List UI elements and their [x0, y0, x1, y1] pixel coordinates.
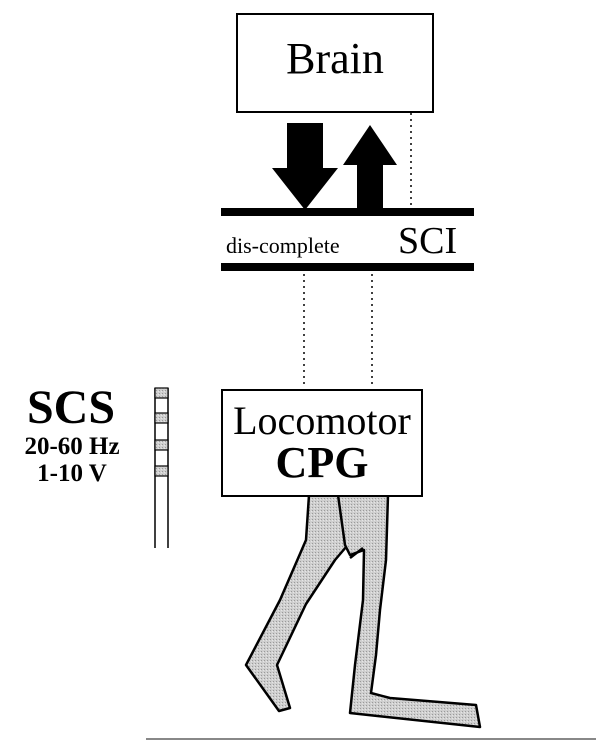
electrode-contact — [155, 413, 168, 423]
scs-voltage: 1-10 V — [37, 460, 107, 487]
scs-frequency: 20-60 Hz — [24, 433, 119, 460]
descending-arrow — [272, 123, 338, 210]
cpg-label-cpg: CPG — [276, 438, 369, 487]
sci-lesion: dis-complete SCI — [221, 208, 474, 271]
cpg-node: Locomotor CPG — [222, 390, 422, 496]
brain-label: Brain — [286, 34, 384, 83]
ascending-arrow — [343, 125, 397, 210]
scs-electrode — [155, 388, 168, 548]
scs-title: SCS — [27, 381, 115, 434]
sci-label: SCI — [398, 220, 457, 262]
brain-node: Brain — [237, 14, 433, 112]
left-leg — [246, 495, 353, 711]
electrode-contact — [155, 440, 168, 450]
sci-upper-bar — [221, 208, 474, 216]
sci-prefix: dis-complete — [226, 233, 340, 258]
sci-lower-bar — [221, 263, 474, 271]
walking-legs — [246, 495, 480, 727]
electrode-contact — [155, 466, 168, 476]
electrode-contact — [155, 388, 168, 398]
right-leg — [338, 495, 480, 727]
scs-parameters: SCS 20-60 Hz 1-10 V — [24, 381, 119, 487]
cpg-label-locomotor: Locomotor — [233, 398, 411, 443]
